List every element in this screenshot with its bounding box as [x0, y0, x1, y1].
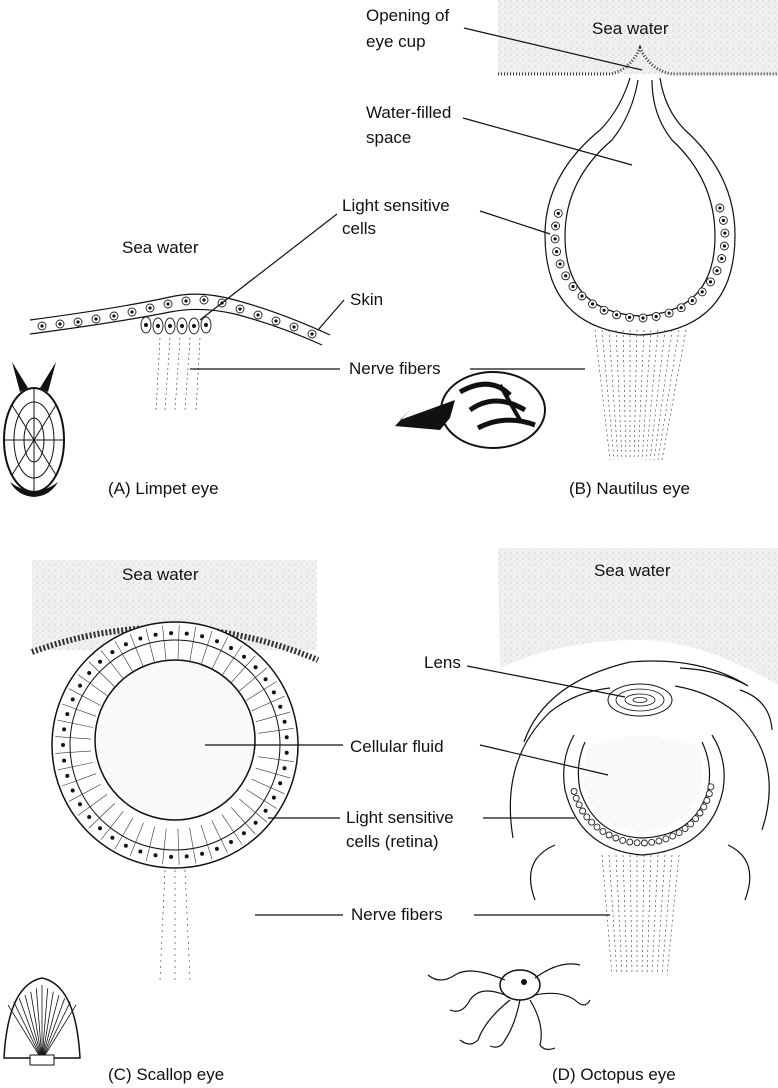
scallop-caption: (C) Scallop eye: [108, 1065, 224, 1084]
nautilus-caption: (B) Nautilus eye: [569, 479, 690, 498]
limpet-skin-cells: [38, 296, 316, 338]
nautilus-nerve-fibers: [595, 330, 686, 460]
light-cells-retina-label-1: Light sensitive: [346, 808, 454, 827]
limpet-skin-label: Skin: [350, 290, 383, 309]
octopus-lens: [608, 684, 672, 716]
octopus-eye-panel: Sea water: [428, 548, 778, 1084]
nautilus-sea-water-label: Sea water: [592, 19, 669, 38]
octopus-nerve-fibers: [602, 855, 679, 975]
limpet-animal-icon: [4, 362, 64, 497]
nautilus-light-cells-leader: [480, 211, 550, 234]
limpet-caption: (A) Limpet eye: [108, 479, 219, 498]
scallop-eye-panel: Sea water (C) Scallop eye: [4, 560, 318, 1084]
octopus-sea-water-label: Sea water: [594, 561, 671, 580]
top-nerve-fibers-label: Nerve fibers: [349, 359, 441, 378]
limpet-skin-leader: [318, 300, 344, 330]
nautilus-light-sensitive-cells: [551, 204, 729, 322]
nautilus-opening-label-2: eye cup: [366, 32, 426, 51]
nautilus-opening-label-1: Opening of: [366, 6, 449, 25]
nautilus-light-cells-label-1: Light sensitive: [342, 196, 450, 215]
cellular-fluid-label: Cellular fluid: [350, 737, 444, 756]
limpet-sea-water-label: Sea water: [122, 238, 199, 257]
nautilus-animal-icon: [395, 372, 545, 448]
bottom-nerve-fibers-label: Nerve fibers: [351, 905, 443, 924]
scallop-sea-water-label: Sea water: [122, 565, 199, 584]
octopus-caption: (D) Octopus eye: [552, 1065, 676, 1084]
scallop-cellular-fluid: [95, 660, 255, 820]
scallop-shell-icon: [4, 978, 80, 1065]
lens-label: Lens: [424, 653, 461, 672]
nautilus-eye-cup: [545, 78, 735, 335]
scallop-nerve-fibers: [160, 870, 190, 980]
nautilus-light-cells-label-2: cells: [342, 219, 376, 238]
nautilus-eye-panel: Sea water Opening of eye cup Water-fille…: [190, 0, 778, 498]
light-cells-retina-label-2: cells (retina): [346, 832, 439, 851]
nautilus-water-space-label-2: space: [366, 128, 411, 147]
limpet-eye-panel: Sea water: [4, 238, 383, 498]
nautilus-water-space-leader: [463, 118, 632, 165]
octopus-cellular-fluid: [584, 737, 701, 833]
limpet-nerve-fibers: [156, 338, 200, 410]
limpet-light-cells-leader: [200, 214, 337, 320]
nautilus-water-space-label-1: Water-filled: [366, 103, 451, 122]
octopus-animal-icon: [428, 964, 590, 1050]
